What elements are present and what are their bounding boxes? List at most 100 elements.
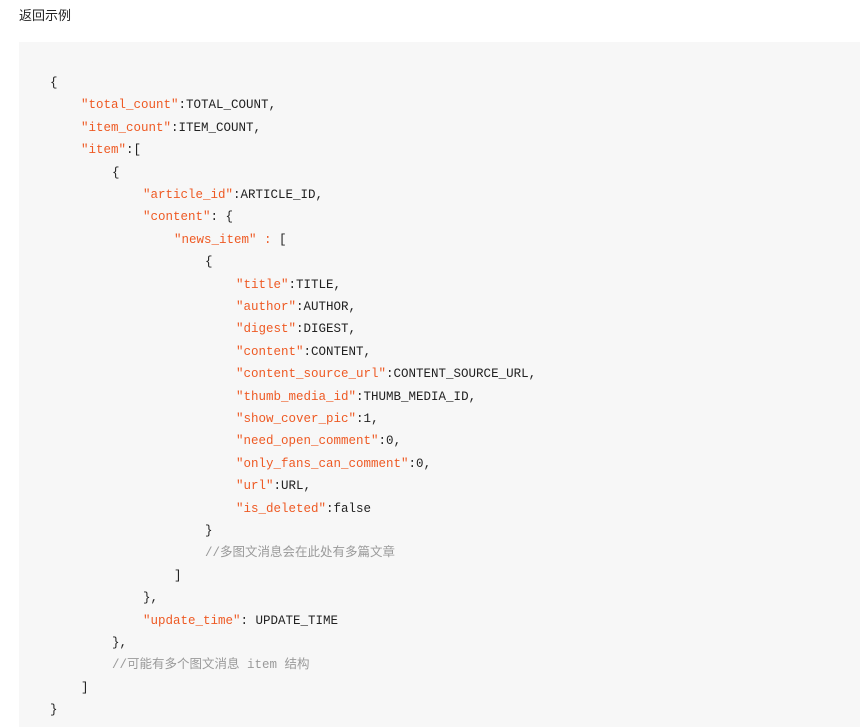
json-value: CONTENT_SOURCE_URL bbox=[393, 367, 529, 382]
code-line: } bbox=[205, 520, 213, 542]
code-line: "content":CONTENT, bbox=[236, 341, 371, 363]
json-value: ITEM_COUNT bbox=[178, 120, 254, 135]
json-key: "content" bbox=[236, 344, 304, 359]
json-punctuation: , bbox=[393, 434, 402, 449]
json-value: ARTICLE_ID bbox=[240, 188, 316, 202]
json-key: "need_open_comment" bbox=[236, 434, 379, 449]
code-line: "item":[ bbox=[81, 139, 141, 161]
json-punctuation: } bbox=[50, 703, 58, 718]
json-punctuation: : bbox=[178, 98, 187, 113]
code-line: { bbox=[112, 162, 120, 184]
code-line: //多图文消息会在此处有多篇文章 bbox=[205, 542, 395, 564]
json-value: THUMB_MEDIA_ID bbox=[363, 389, 469, 404]
json-punctuation: : bbox=[378, 434, 387, 449]
json-key: "digest" bbox=[236, 322, 297, 337]
json-key: "only_fans_can_comment" bbox=[236, 456, 409, 471]
json-key: "content_source_url" bbox=[236, 367, 387, 382]
json-punctuation: , bbox=[348, 300, 357, 314]
json-key: "update_time" bbox=[143, 613, 241, 628]
json-punctuation: [ bbox=[279, 232, 287, 247]
code-line: "news_item" : [ bbox=[174, 229, 287, 251]
json-punctuation: : bbox=[386, 367, 394, 382]
json-value: DIGEST bbox=[303, 322, 349, 337]
json-key: "title" bbox=[236, 277, 289, 292]
json-punctuation: } bbox=[205, 524, 213, 538]
code-line: //可能有多个图文消息 item 结构 bbox=[112, 654, 310, 676]
json-punctuation: , bbox=[348, 322, 357, 337]
json-punctuation: : bbox=[296, 322, 304, 337]
json-key: "is_deleted" bbox=[236, 501, 327, 516]
code-line: "only_fans_can_comment":0, bbox=[236, 453, 431, 475]
json-punctuation: { bbox=[112, 165, 120, 180]
json-punctuation: : bbox=[171, 120, 179, 135]
code-line: "title":TITLE, bbox=[236, 274, 341, 296]
json-punctuation: , bbox=[333, 277, 342, 292]
code-line: "article_id":ARTICLE_ID, bbox=[143, 184, 323, 206]
json-punctuation: : bbox=[303, 344, 312, 359]
code-line: "item_count":ITEM_COUNT, bbox=[81, 117, 261, 139]
json-key: "thumb_media_id" bbox=[236, 389, 357, 404]
code-line: "digest":DIGEST, bbox=[236, 318, 356, 340]
json-punctuation: : bbox=[356, 412, 364, 426]
json-value: CONTENT bbox=[311, 344, 364, 359]
json-key: "total_count" bbox=[81, 98, 179, 113]
json-key: "item" bbox=[81, 143, 127, 158]
json-value: 0 bbox=[416, 456, 424, 471]
json-value: TITLE bbox=[296, 277, 334, 292]
code-line: "url":URL, bbox=[236, 475, 311, 497]
json-value: 1 bbox=[363, 412, 372, 426]
json-punctuation: : bbox=[233, 188, 241, 202]
code-line: "author":AUTHOR, bbox=[236, 296, 356, 318]
json-punctuation: }, bbox=[112, 636, 128, 650]
json-value: UPDATE_TIME bbox=[255, 613, 339, 628]
json-punctuation: , bbox=[268, 98, 277, 113]
json-value: TOTAL_COUNT bbox=[186, 98, 269, 113]
section-heading: 返回示例 bbox=[19, 8, 72, 23]
json-key: "item_count" bbox=[81, 120, 172, 135]
code-line: }, bbox=[143, 587, 158, 609]
code-line: ] bbox=[174, 565, 182, 587]
code-line: "need_open_comment":0, bbox=[236, 430, 401, 452]
json-punctuation: : bbox=[356, 389, 364, 404]
json-value: 0 bbox=[386, 434, 394, 449]
code-line: } bbox=[50, 699, 58, 721]
json-punctuation: : bbox=[326, 501, 334, 516]
code-line: ] bbox=[81, 677, 89, 699]
json-value: false bbox=[333, 501, 372, 516]
json-punctuation: { bbox=[205, 255, 213, 270]
code-line: }, bbox=[112, 632, 127, 654]
json-punctuation: , bbox=[528, 367, 537, 382]
json-punctuation: , bbox=[371, 412, 379, 426]
json-punctuation: , bbox=[423, 456, 432, 471]
code-comment: //可能有多个图文消息 item 结构 bbox=[112, 658, 310, 673]
json-punctuation: : { bbox=[210, 210, 234, 225]
json-punctuation: : bbox=[240, 613, 256, 628]
json-punctuation: , bbox=[363, 344, 372, 359]
json-punctuation: ] bbox=[174, 568, 182, 583]
code-comment: //多图文消息会在此处有多篇文章 bbox=[205, 546, 396, 561]
code-line: "content": { bbox=[143, 206, 233, 228]
json-punctuation: : bbox=[273, 479, 282, 494]
json-key: "author" bbox=[236, 300, 297, 314]
json-key: "url" bbox=[236, 479, 274, 494]
json-punctuation: : bbox=[408, 456, 417, 471]
json-key: "show_cover_pic" bbox=[236, 412, 357, 426]
json-punctuation: , bbox=[315, 188, 324, 202]
code-line: "update_time": UPDATE_TIME bbox=[143, 610, 338, 632]
json-punctuation: :[ bbox=[126, 143, 142, 158]
code-line: "is_deleted":false bbox=[236, 498, 371, 520]
json-punctuation: , bbox=[303, 479, 312, 494]
code-line: { bbox=[50, 72, 58, 94]
code-line: "content_source_url":CONTENT_SOURCE_URL, bbox=[236, 363, 536, 385]
code-line: "total_count":TOTAL_COUNT, bbox=[81, 94, 276, 116]
json-punctuation: ] bbox=[81, 680, 89, 695]
json-punctuation: }, bbox=[143, 591, 159, 606]
code-line: "show_cover_pic":1, bbox=[236, 408, 379, 430]
json-punctuation: : bbox=[296, 300, 304, 314]
json-punctuation: , bbox=[468, 389, 477, 404]
code-block: {"total_count":TOTAL_COUNT,"item_count":… bbox=[19, 42, 860, 727]
json-value: URL bbox=[281, 479, 304, 494]
json-value: AUTHOR bbox=[303, 300, 349, 314]
json-punctuation: , bbox=[253, 120, 262, 135]
json-key: "content" bbox=[143, 210, 211, 225]
